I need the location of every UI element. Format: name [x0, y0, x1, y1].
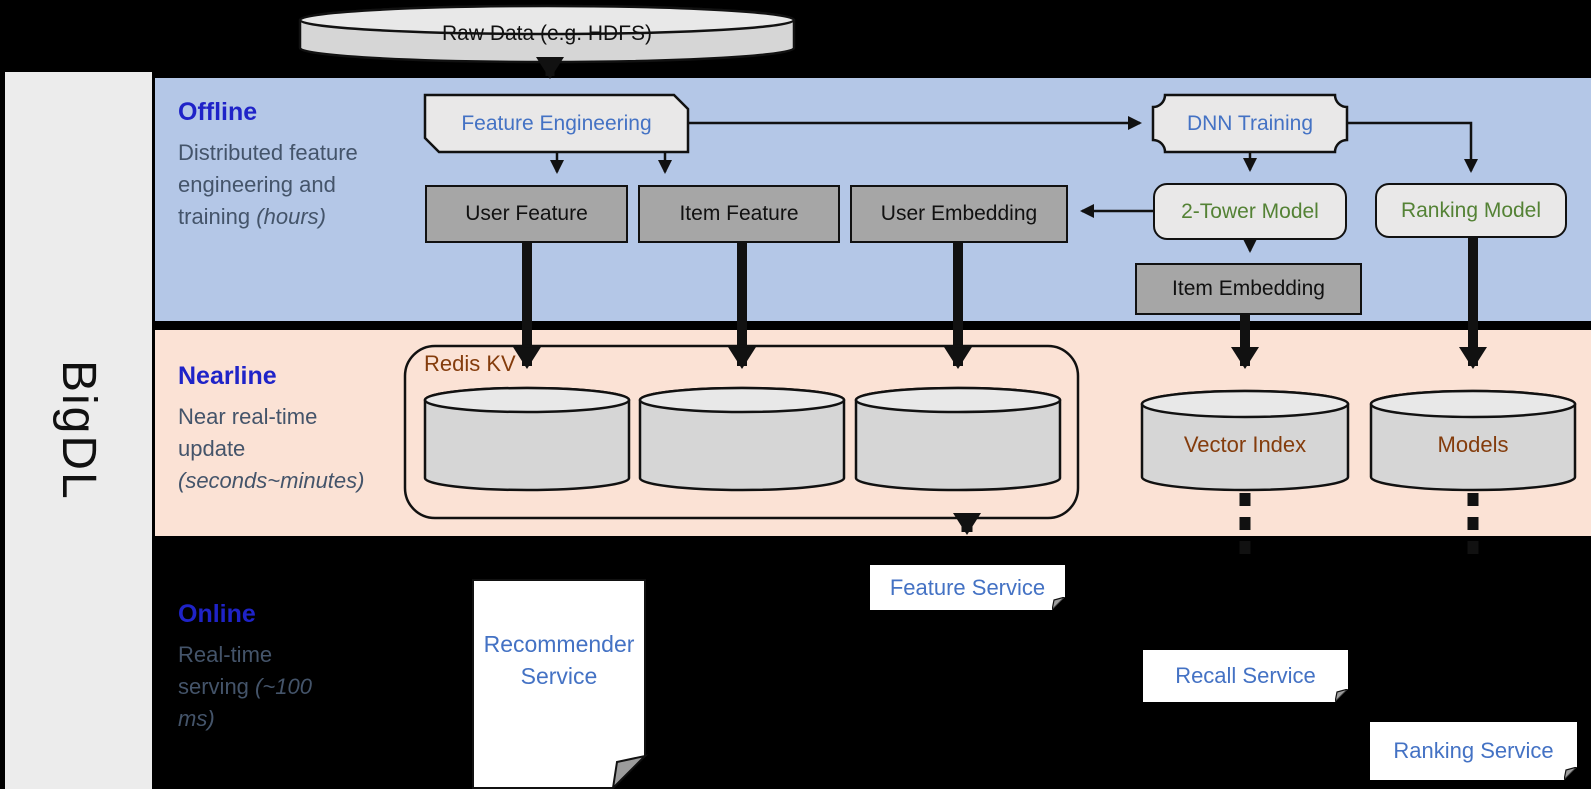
recall-service-box: Recall Service: [1143, 650, 1348, 702]
fold-corner-icon: [1052, 597, 1065, 610]
dnn-training-shape: [1151, 93, 1349, 154]
ranking-model-label: Ranking Model: [1400, 198, 1542, 222]
two-tower-model-box: 2-Tower Model: [1153, 183, 1347, 240]
feature-service-box: Feature Service: [870, 565, 1065, 610]
redis-kv-container: [403, 344, 1080, 520]
feature-service-label: Feature Service: [889, 574, 1046, 600]
models-label: Models: [1437, 432, 1509, 457]
item-embedding-label: Item Embedding: [1172, 277, 1325, 300]
user-embedding-label: User Embedding: [880, 202, 1038, 225]
online-desc: Real-time serving (~100 ms): [178, 642, 312, 731]
raw-data-label: Raw Data (e.g. HDFS): [441, 22, 653, 45]
recall-service-label: Recall Service: [1175, 663, 1316, 688]
recommender-service-doc: [472, 579, 649, 789]
user-feature-box: User Feature: [425, 185, 628, 243]
ranking-model-box: Ranking Model: [1375, 183, 1567, 238]
two-tower-model-label: 2-Tower Model: [1181, 199, 1319, 223]
redis-kv-label: Redis KV: [424, 351, 516, 376]
nearline-desc: Near real-time update (seconds~minutes): [178, 404, 365, 493]
item-feature-label: Item Feature: [679, 202, 799, 225]
feature-engineering-shape: [423, 93, 690, 154]
offline-title: Offline: [178, 98, 258, 126]
item-feature-box: Item Feature: [638, 185, 840, 243]
arrow-dnn-to-rankingmodel: [1347, 121, 1478, 173]
online-title: Online: [178, 600, 256, 628]
nearline-label-block: Nearline Near real-time update (seconds~…: [178, 362, 378, 497]
fold-corner-icon: [1335, 689, 1348, 702]
redis-cylinder-3: [854, 386, 1062, 492]
vector-index-label: Vector Index: [1183, 432, 1307, 457]
models-cylinder: [1369, 389, 1577, 492]
ranking-service-label: Ranking Service: [1393, 738, 1554, 763]
nearline-title: Nearline: [178, 362, 277, 390]
dnn-training-label: DNN Training: [1186, 111, 1314, 135]
raw-data-cylinder: [298, 4, 796, 64]
ranking-service-box: Ranking Service: [1370, 722, 1577, 780]
user-feature-label: User Feature: [465, 202, 588, 225]
vector-index-cylinder: [1140, 389, 1350, 492]
fold-corner-icon: [1564, 767, 1577, 780]
bigdl-label: BigDL: [52, 360, 105, 501]
bigdl-sidebar: BigDL: [5, 72, 152, 789]
item-embedding-box: Item Embedding: [1135, 263, 1362, 315]
user-embedding-box: User Embedding: [850, 185, 1068, 243]
redis-cylinder-2: [638, 386, 846, 492]
redis-cylinder-1: [423, 386, 631, 492]
offline-label-block: Offline Distributed feature engineering …: [178, 98, 363, 233]
doc-fold-corner: [611, 754, 649, 789]
feature-engineering-label: Feature Engineering: [461, 111, 652, 135]
offline-desc: Distributed feature engineering and trai…: [178, 140, 358, 229]
online-label-block: Online Real-time serving (~100 ms): [178, 600, 328, 735]
recommender-service-label: Recommender Service: [483, 631, 635, 689]
